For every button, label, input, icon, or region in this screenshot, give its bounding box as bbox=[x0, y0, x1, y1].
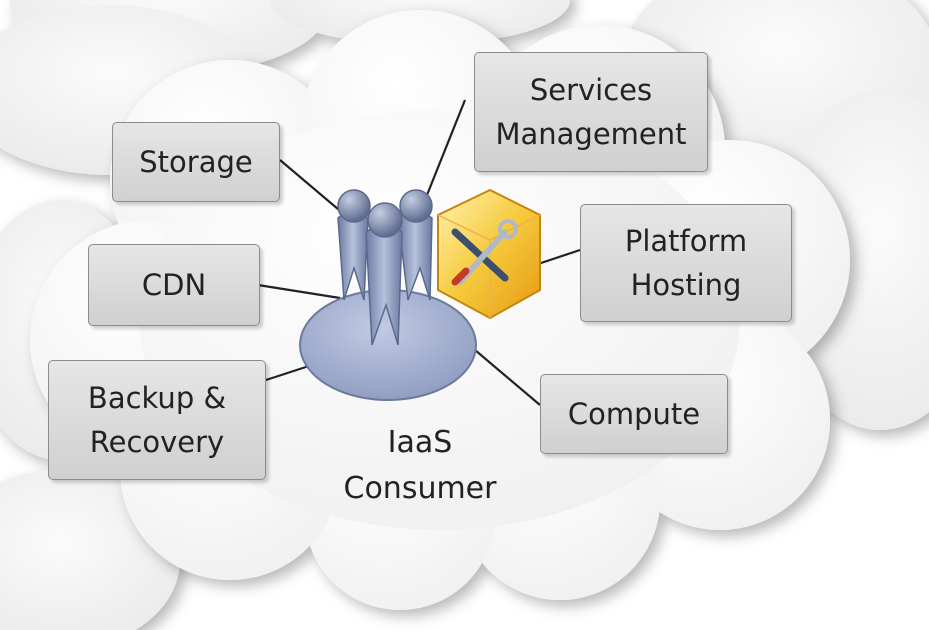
platform-hosting-box: Platform Hosting bbox=[580, 204, 792, 322]
connector-lines bbox=[257, 99, 581, 406]
tools-cube-icon bbox=[437, 188, 541, 320]
backup-recovery-box: Backup & Recovery bbox=[48, 360, 266, 480]
user-group-icon bbox=[337, 189, 433, 346]
cdn-box: CDN bbox=[88, 244, 260, 326]
storage-box: Storage bbox=[112, 122, 280, 202]
compute-box: Compute bbox=[540, 374, 728, 454]
services-management-box: Services Management bbox=[474, 52, 708, 172]
iaas-consumer-label: IaaS Consumer bbox=[343, 425, 497, 506]
